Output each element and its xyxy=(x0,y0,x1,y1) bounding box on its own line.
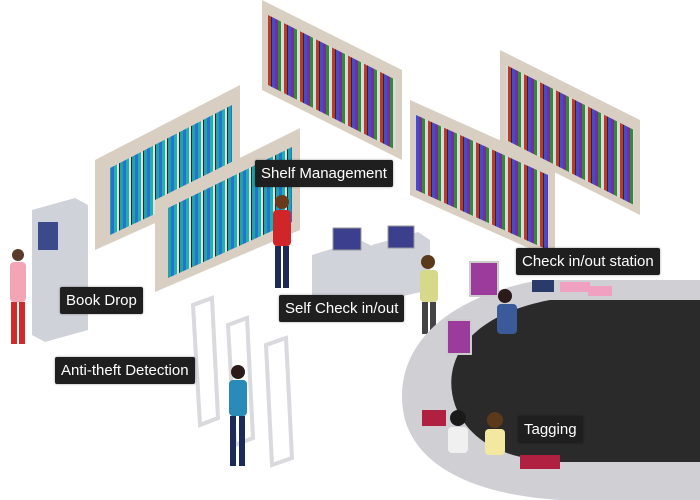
person-anti-theft xyxy=(229,365,247,466)
circulation-counter xyxy=(401,280,700,500)
label-shelf-management: Shelf Management xyxy=(255,160,393,187)
label-anti-theft: Anti-theft Detection xyxy=(55,357,195,384)
counter-monitors xyxy=(446,261,499,355)
person-shelf xyxy=(273,195,291,288)
label-tagging: Tagging xyxy=(518,416,583,443)
bookshelf-left-back xyxy=(95,85,240,250)
person-self-check xyxy=(420,255,438,334)
person-book-drop xyxy=(10,249,26,344)
label-self-check: Self Check in/out xyxy=(279,295,405,322)
bookshelf-center xyxy=(262,0,402,160)
bookshelf-right-front xyxy=(410,100,555,260)
book-drop-kiosk xyxy=(32,198,88,342)
self-check-kiosks xyxy=(312,225,430,312)
book-stacks xyxy=(422,280,612,469)
label-check-station: Check in/out station xyxy=(516,248,660,275)
bookshelf-right-back xyxy=(500,50,640,215)
label-book-drop: Book Drop xyxy=(60,287,143,314)
staff-check-station xyxy=(497,289,517,334)
staff-tagging xyxy=(448,410,505,455)
